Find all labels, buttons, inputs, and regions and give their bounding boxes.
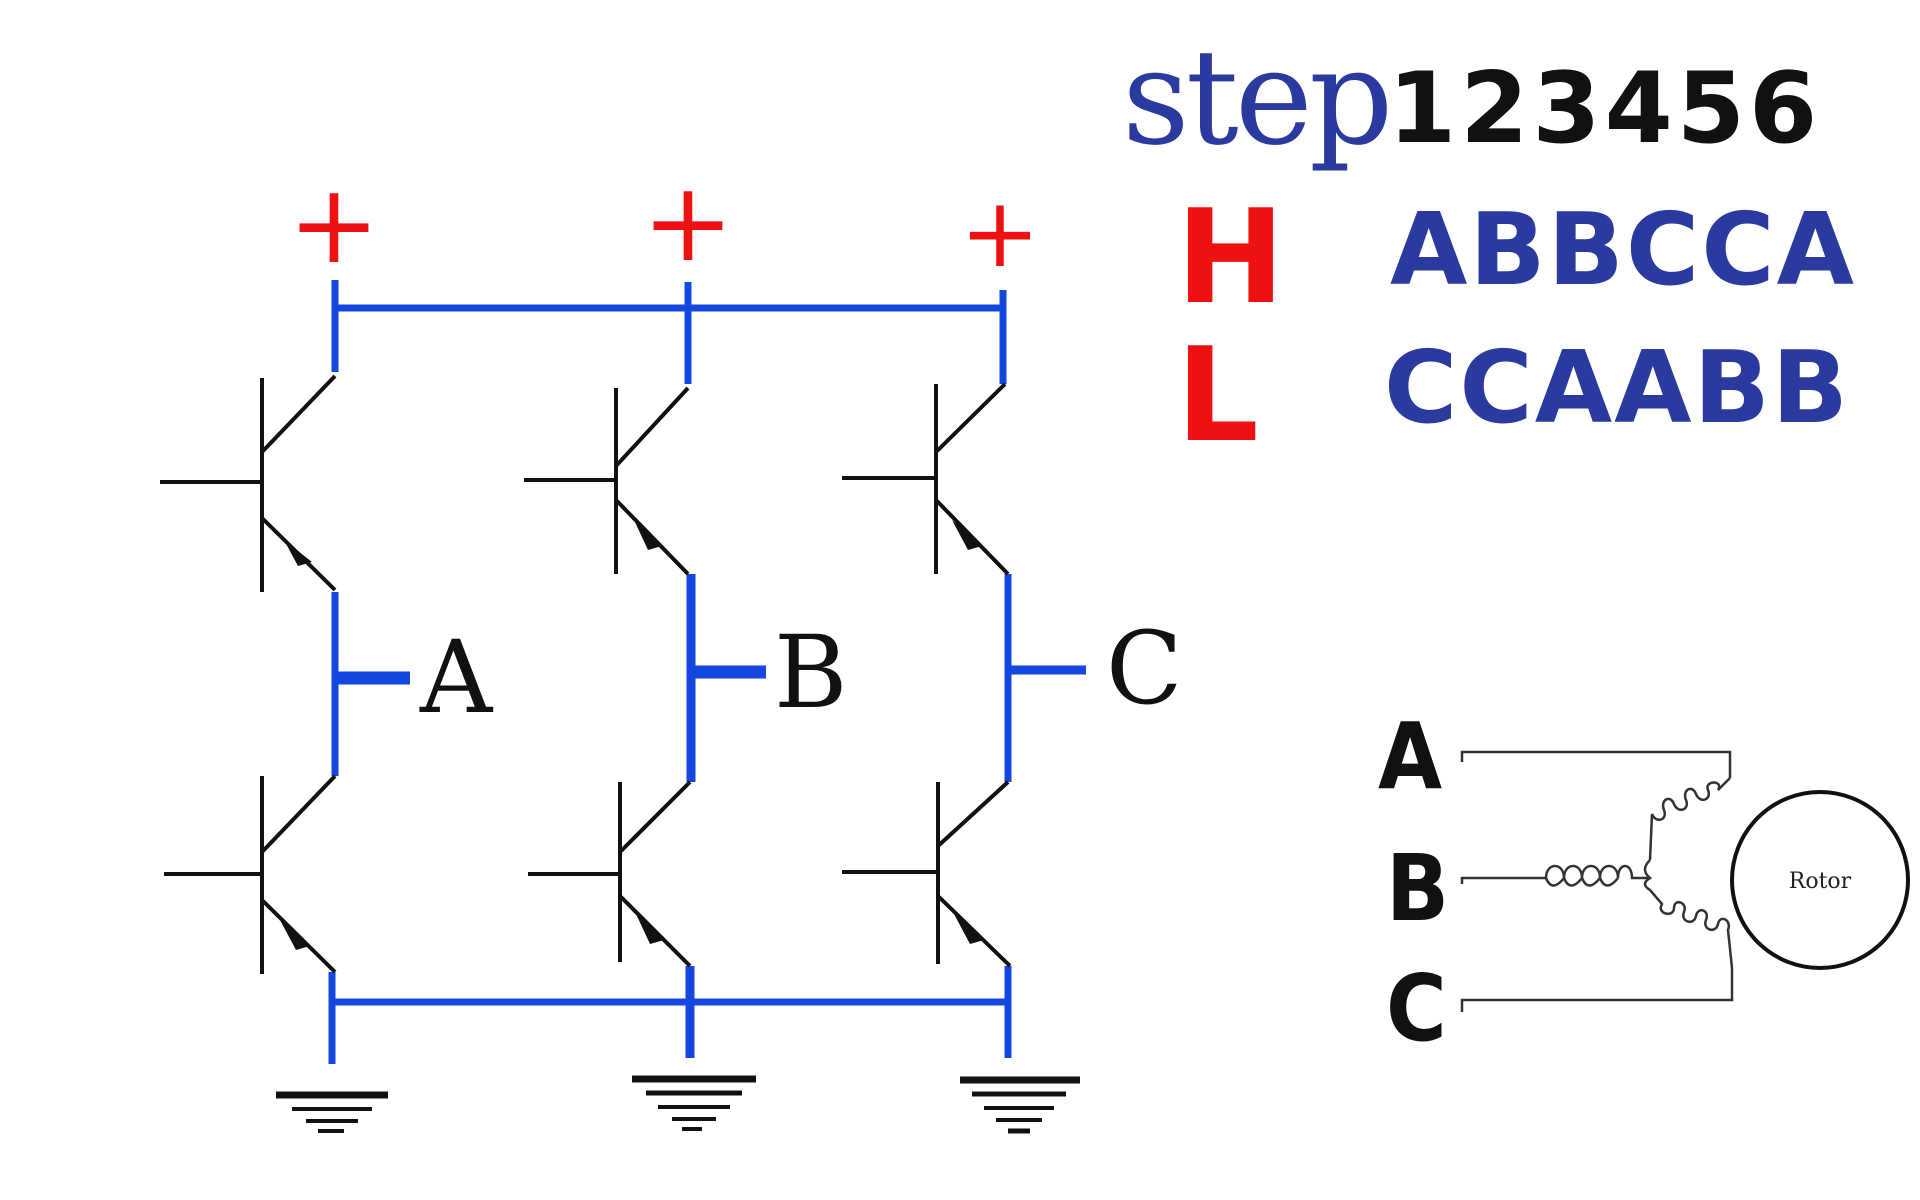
- low-side-label: L: [1176, 319, 1259, 471]
- supply-plus-a: +: [288, 160, 380, 288]
- transistor-low-a: [164, 774, 337, 974]
- ground-symbol-a: [276, 1091, 388, 1133]
- ground-bus: [328, 966, 1012, 1064]
- transistor-low-b: [528, 780, 692, 968]
- motor-input-b: B: [1386, 835, 1449, 942]
- step-heading: step: [1122, 21, 1393, 175]
- high-side-sequence: ABBCCA: [1390, 191, 1857, 308]
- phase-label-b: B: [774, 614, 848, 731]
- motor-input-a: A: [1378, 703, 1442, 810]
- low-side-sequence: CCAABB: [1384, 329, 1851, 446]
- transistor-high-c: [842, 382, 1010, 576]
- phase-label-a: A: [419, 619, 494, 736]
- ground-symbol-b: [632, 1075, 756, 1131]
- high-side-label: H: [1176, 181, 1285, 333]
- rotor-label: Rotor: [1789, 869, 1852, 894]
- motor-input-c: C: [1386, 955, 1447, 1062]
- phase-label-c: C: [1106, 610, 1183, 727]
- step-numbers: 123456: [1388, 52, 1822, 166]
- transistor-high-a: [160, 374, 337, 592]
- transistor-high-b: [524, 386, 690, 576]
- ground-symbol-c: [960, 1076, 1080, 1134]
- supply-plus-c: +: [960, 177, 1040, 289]
- supply-plus-b: +: [642, 158, 734, 286]
- motor-winding-diagram: [1460, 750, 1734, 1012]
- transistor-low-c: [842, 780, 1012, 968]
- positive-bus: [331, 280, 1007, 384]
- rotor-circle: [1730, 790, 1910, 970]
- phase-legs: [331, 574, 1086, 782]
